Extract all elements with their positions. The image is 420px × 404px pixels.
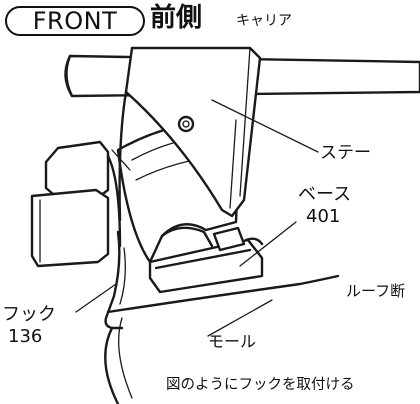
label-molding: モール bbox=[208, 332, 257, 351]
foot-pad bbox=[148, 237, 264, 294]
diagram-title: 前側 bbox=[150, 3, 203, 33]
clamp-bracket bbox=[30, 140, 131, 268]
stay-part bbox=[118, 46, 262, 222]
instruction-caption: 図のようにフックを取付ける bbox=[166, 377, 355, 393]
leader-lines bbox=[75, 99, 319, 337]
hook-part-136 bbox=[104, 230, 126, 330]
front-badge: FRONT bbox=[5, 6, 145, 36]
label-base-number: 401 bbox=[306, 206, 341, 227]
roof-body bbox=[104, 274, 340, 404]
label-hook-number: 136 bbox=[8, 326, 43, 347]
label-stay: ステー bbox=[320, 143, 371, 163]
label-hook-name: フック bbox=[2, 304, 56, 325]
label-base-name: ベース bbox=[298, 184, 352, 205]
diagram-subtitle: キャリア bbox=[236, 13, 292, 29]
label-roof-section: ルーフ断 bbox=[346, 282, 406, 300]
front-badge-text: FRONT bbox=[32, 7, 118, 35]
